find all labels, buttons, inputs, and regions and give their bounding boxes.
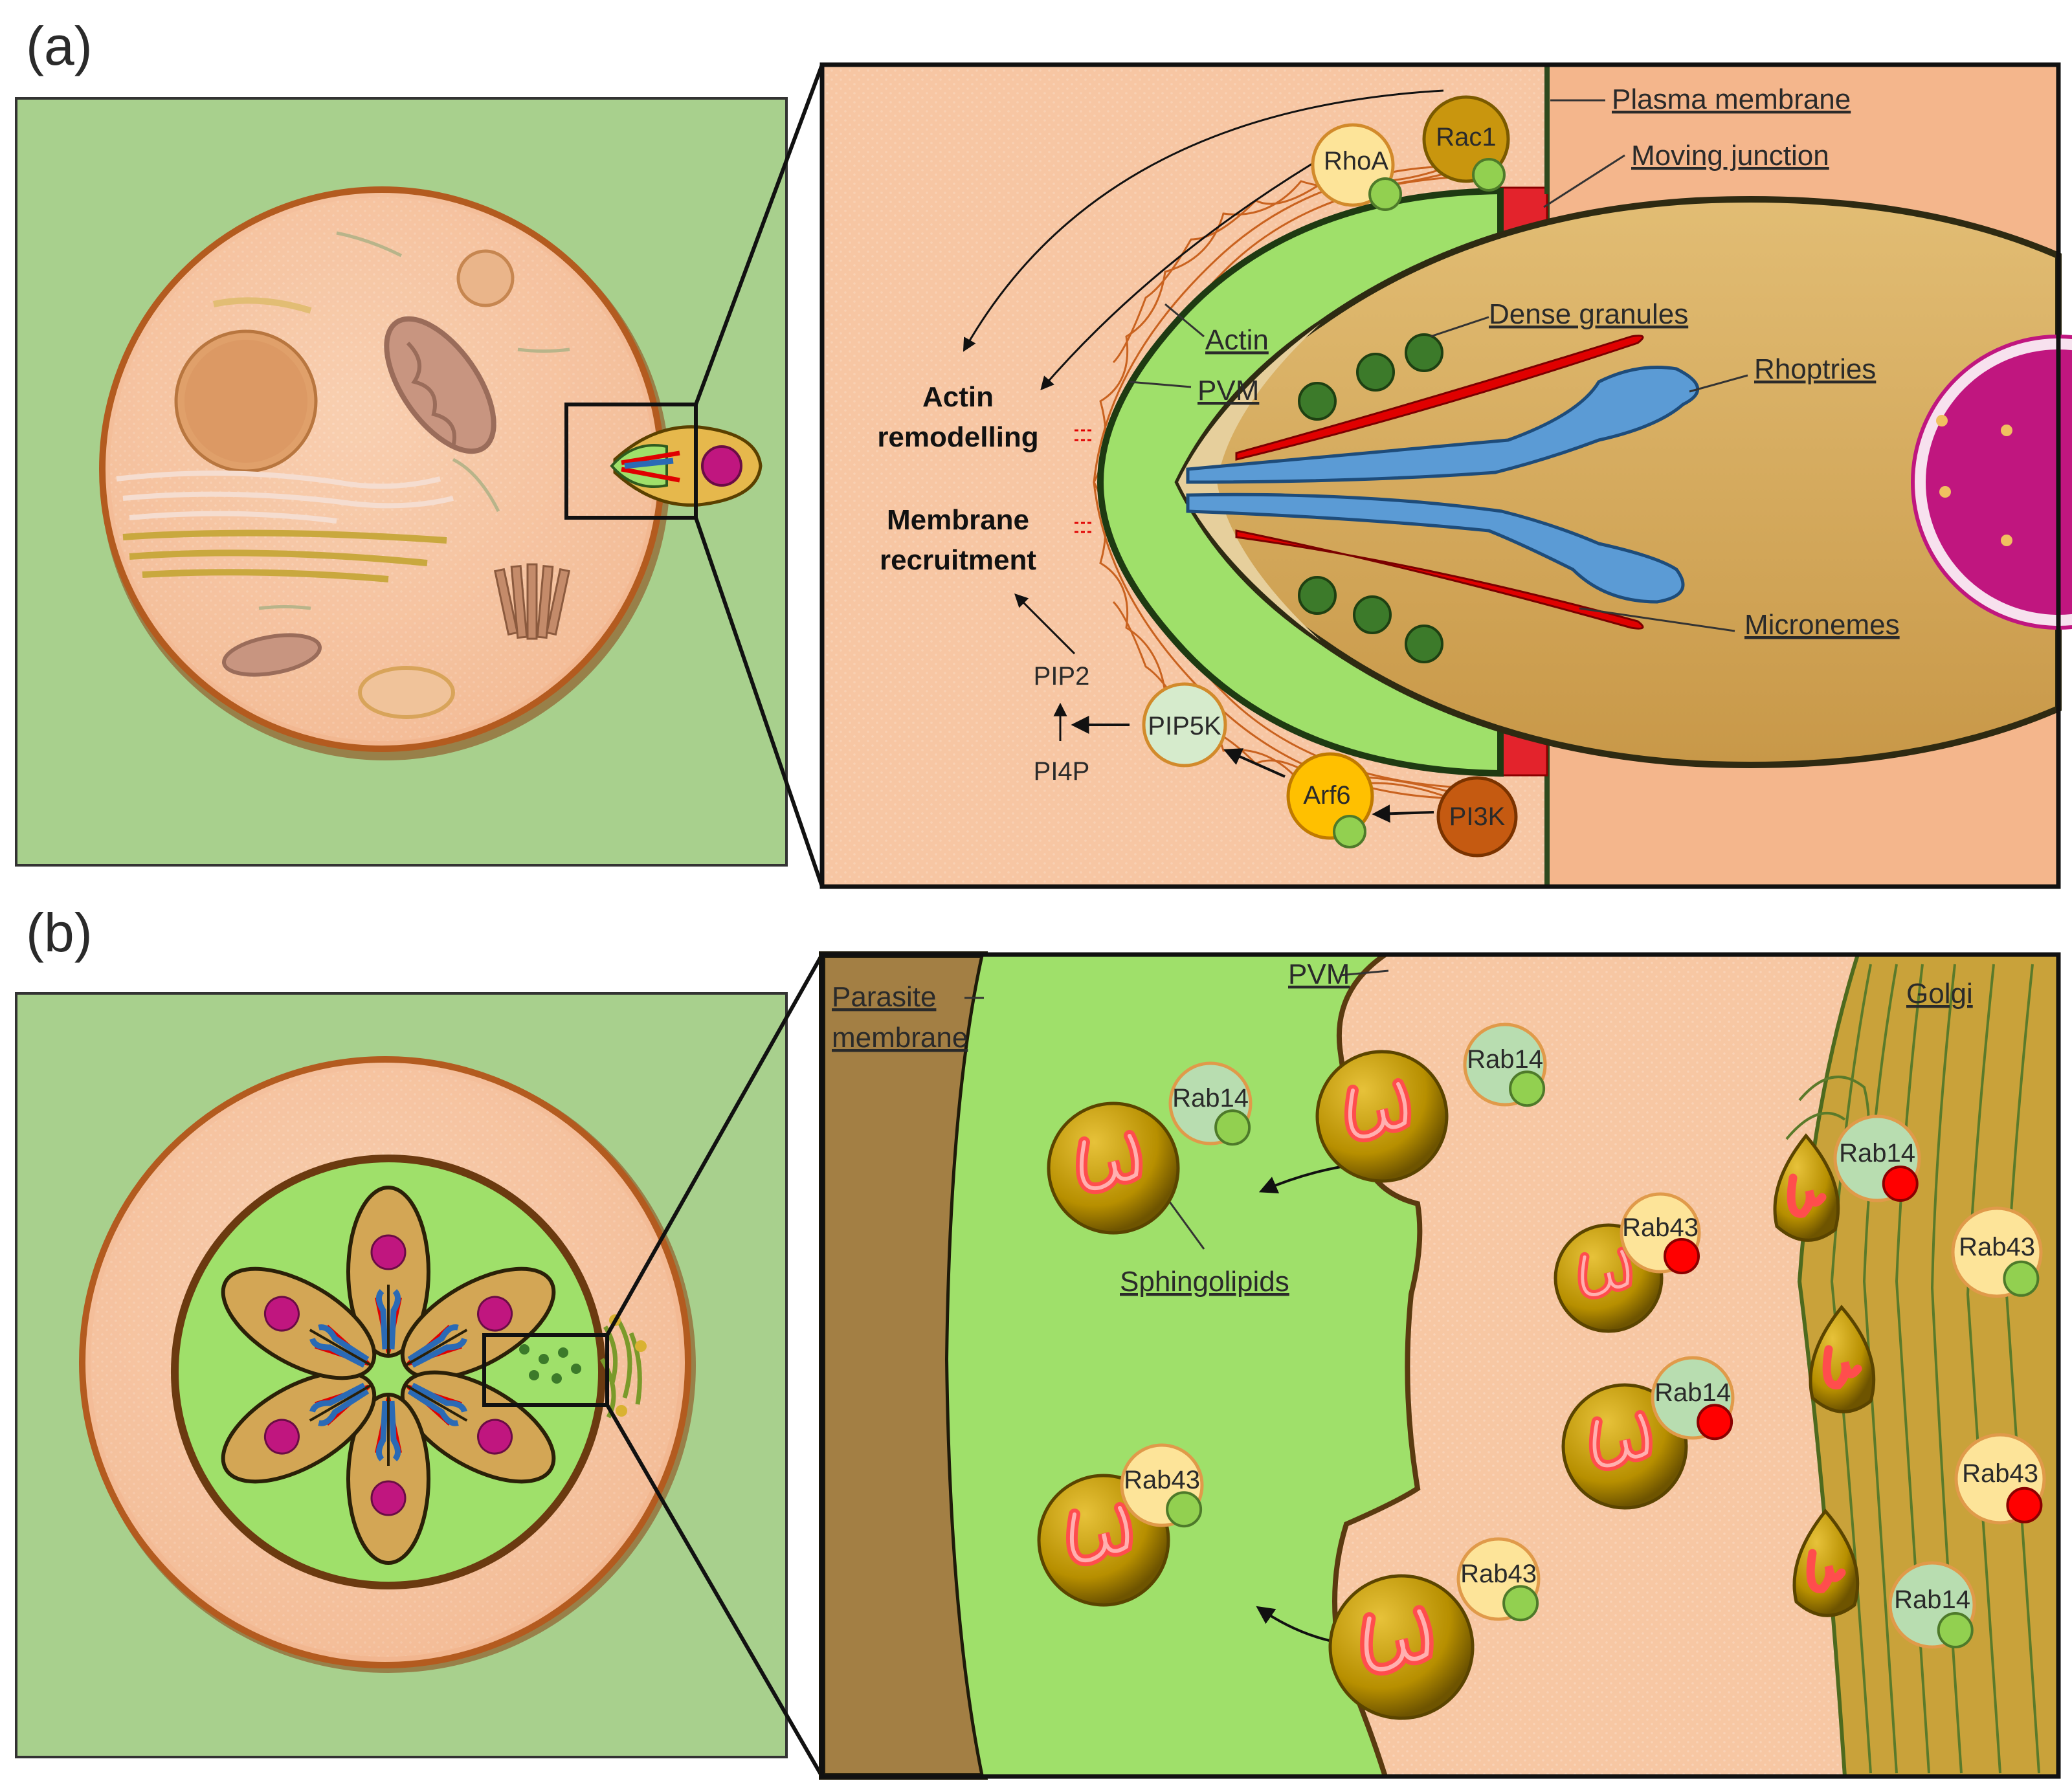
- mitochondrion-icon: [221, 633, 322, 677]
- label-actin: Actin: [1205, 324, 1269, 356]
- label-pi3k: PI3K: [1449, 802, 1506, 831]
- label-rac1: Rac1: [1436, 123, 1496, 151]
- label-pip2: PIP2: [1034, 662, 1090, 691]
- budding-vesicle: [1792, 1509, 1860, 1617]
- panel-a-tag: (a): [26, 16, 93, 76]
- endoplasmic-reticulum: [116, 470, 454, 524]
- protein-rac1: [1422, 95, 1510, 192]
- label-pip5k: PIP5K: [1148, 712, 1221, 740]
- label-micronemes: Micronemes: [1744, 609, 1900, 641]
- parasite-mini: [221, 1267, 377, 1380]
- protein-rhoa: [1311, 123, 1402, 211]
- rab-label: Rab14: [1839, 1139, 1915, 1167]
- parasite-rosette: [221, 1186, 556, 1565]
- label-rhoa: RhoA: [1324, 147, 1388, 175]
- vesicle: [1328, 1574, 1475, 1720]
- label-arf6: Arf6: [1303, 781, 1350, 810]
- rab-protein: Rab43: [1620, 1192, 1701, 1274]
- rab-protein: Rab14: [1463, 1023, 1547, 1107]
- parasite-mini: [400, 1267, 556, 1380]
- label-rhoptries: Rhoptries: [1754, 353, 1876, 385]
- arrow-pip2-membrane: [1014, 593, 1076, 655]
- rab-protein: Rab14: [1888, 1561, 1976, 1649]
- rab-protein: Rab14: [1833, 1114, 1921, 1202]
- host-cell-b: [79, 1056, 696, 1673]
- label-dense-granules: Dense granules: [1489, 298, 1688, 330]
- microneme-bottom: [1235, 529, 1644, 630]
- rab-label: Rab14: [1654, 1378, 1731, 1407]
- arrow-rhoa-actin: [963, 89, 1444, 352]
- label-membrane-recruitment-1: Membrane: [887, 504, 1029, 536]
- rab-label: Rab14: [1172, 1084, 1249, 1112]
- rab-label: Rab14: [1894, 1586, 1970, 1614]
- vesicle-group: Rab14Rab14Rab43Rab43Rab14Rab43Rab14Rab43…: [1037, 1023, 2046, 1720]
- rab-label: Rab14: [1467, 1045, 1543, 1074]
- label-sphingolipids: Sphingolipids: [1120, 1266, 1289, 1298]
- rab-protein: Rab43: [1456, 1537, 1541, 1622]
- label-pvm-a: PVM: [1198, 375, 1259, 406]
- parasite-mini: [346, 1393, 430, 1565]
- centriole-icon: [493, 563, 571, 640]
- mitochondrion-icon: [384, 316, 496, 454]
- label-parasite-membrane-1: Parasite: [832, 981, 936, 1013]
- lysosome-icon: [456, 249, 515, 307]
- label-parasite-membrane-2: membrane: [832, 1022, 968, 1054]
- rab-label: Rab43: [1962, 1459, 2038, 1488]
- rab-label: Rab43: [1124, 1466, 1200, 1494]
- panel-b-zoom-frame: [819, 952, 2061, 1779]
- label-membrane-recruitment-2: recruitment: [880, 544, 1036, 576]
- panel-a-zoom-frame: [819, 62, 2061, 889]
- label-actin-remodelling-2: remodelling: [877, 421, 1038, 453]
- parasite-mini: [400, 1370, 556, 1484]
- rab-protein: Rab43: [1954, 1433, 2046, 1525]
- golgi-a: [122, 529, 447, 582]
- arrow-arf6-pip5k: [1223, 748, 1286, 778]
- rab-protein: Rab14: [1168, 1061, 1253, 1146]
- budding-vesicle: [1809, 1305, 1876, 1413]
- protein-arf6: [1286, 752, 1374, 848]
- label-pi4p: PI4P: [1034, 757, 1090, 786]
- panel-a-zoom-box: [564, 403, 698, 520]
- rab-protein: Rab14: [1651, 1356, 1735, 1441]
- panel-b-zoom: Rab14Rab14Rab43Rab43Rab14Rab43Rab14Rab43…: [819, 951, 2060, 1780]
- invading-parasite-mini: [610, 425, 763, 507]
- label-plasma-membrane: Plasma membrane: [1612, 83, 1851, 115]
- rab-label: Rab43: [1959, 1233, 2035, 1261]
- protein-pi3k: [1436, 776, 1518, 857]
- label-actin-remodelling-1: Actin: [922, 381, 994, 413]
- parasite-nucleus: [1911, 335, 2072, 630]
- parasite-mini: [221, 1370, 377, 1484]
- label-pvm-b: PVM: [1288, 958, 1350, 990]
- rab-protein: Rab43: [1120, 1443, 1204, 1528]
- parasite-mini: [346, 1186, 430, 1358]
- panel-b-tag: (b): [26, 902, 93, 963]
- rab-label: Rab43: [1622, 1213, 1699, 1242]
- microneme-top: [1235, 335, 1644, 461]
- host-cell-a: [99, 186, 670, 760]
- budding-vesicle: [1773, 1133, 1840, 1242]
- panel-b-zoom-box: [482, 1333, 609, 1407]
- arrow-pi3k-arf6: [1372, 804, 1434, 823]
- rab-protein: Rab43: [1951, 1206, 2043, 1298]
- label-golgi: Golgi: [1906, 978, 1973, 1010]
- protein-pip5k: [1142, 682, 1227, 768]
- panel-a-zoom: [822, 65, 2072, 887]
- rab-label: Rab43: [1460, 1560, 1537, 1588]
- rhoptries: [1186, 366, 1700, 604]
- label-moving-junction: Moving junction: [1631, 140, 1829, 171]
- dense-granules: [1298, 333, 1443, 663]
- vesicle: [1315, 1050, 1449, 1183]
- arrow-rac1-actin: [1040, 135, 1360, 391]
- vesicle: [1047, 1101, 1180, 1235]
